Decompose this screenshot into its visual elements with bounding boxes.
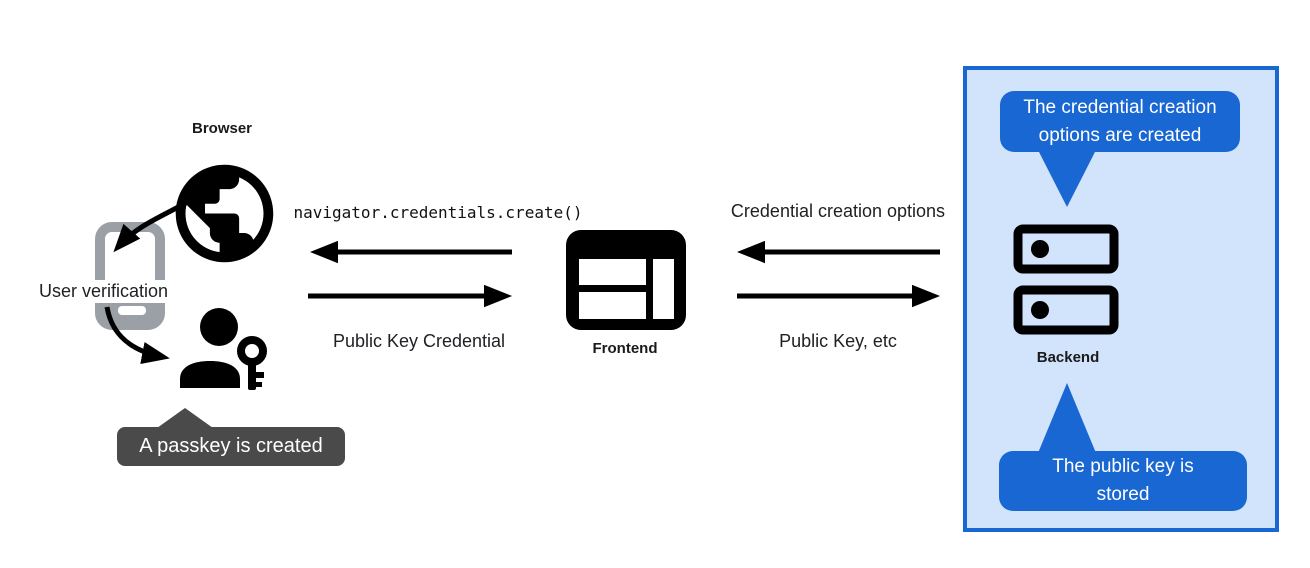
public-key-stored-tooltip-text: The public key is stored (1052, 456, 1194, 505)
globe-icon (175, 164, 274, 263)
message-navigator-credentials-create: navigator.credentials.create() (293, 203, 583, 222)
tooltip-pointer (1038, 150, 1096, 207)
server-stack-icon (1013, 224, 1119, 335)
person-key-icon (180, 308, 267, 390)
message-public-key-etc: Public Key, etc (779, 331, 897, 351)
message-credential-creation-options: Credential creation options (730, 201, 946, 221)
passkey-created-tooltip-text: A passkey is created (139, 435, 323, 457)
browser-label: Browser (191, 120, 253, 137)
browser-window-icon (566, 230, 686, 330)
arrow-browser-to-phone (113, 192, 201, 253)
passkey-created-tooltip: A passkey is created (117, 408, 345, 466)
frontend-label: Frontend (592, 340, 658, 357)
credential-options-created-tooltip-text: The credential creation options are crea… (1023, 96, 1217, 146)
tooltip-pointer (157, 408, 213, 428)
credential-options-created-tooltip: The credential creation options are crea… (1000, 91, 1240, 207)
message-public-key-credential: Public Key Credential (332, 331, 506, 351)
public-key-stored-tooltip: The public key is stored (999, 383, 1247, 511)
arrow-phone-to-passkey (104, 306, 170, 364)
backend-label: Backend (1036, 349, 1100, 366)
tooltip-pointer (1038, 383, 1096, 453)
user-verification-label: User verification (36, 280, 172, 303)
